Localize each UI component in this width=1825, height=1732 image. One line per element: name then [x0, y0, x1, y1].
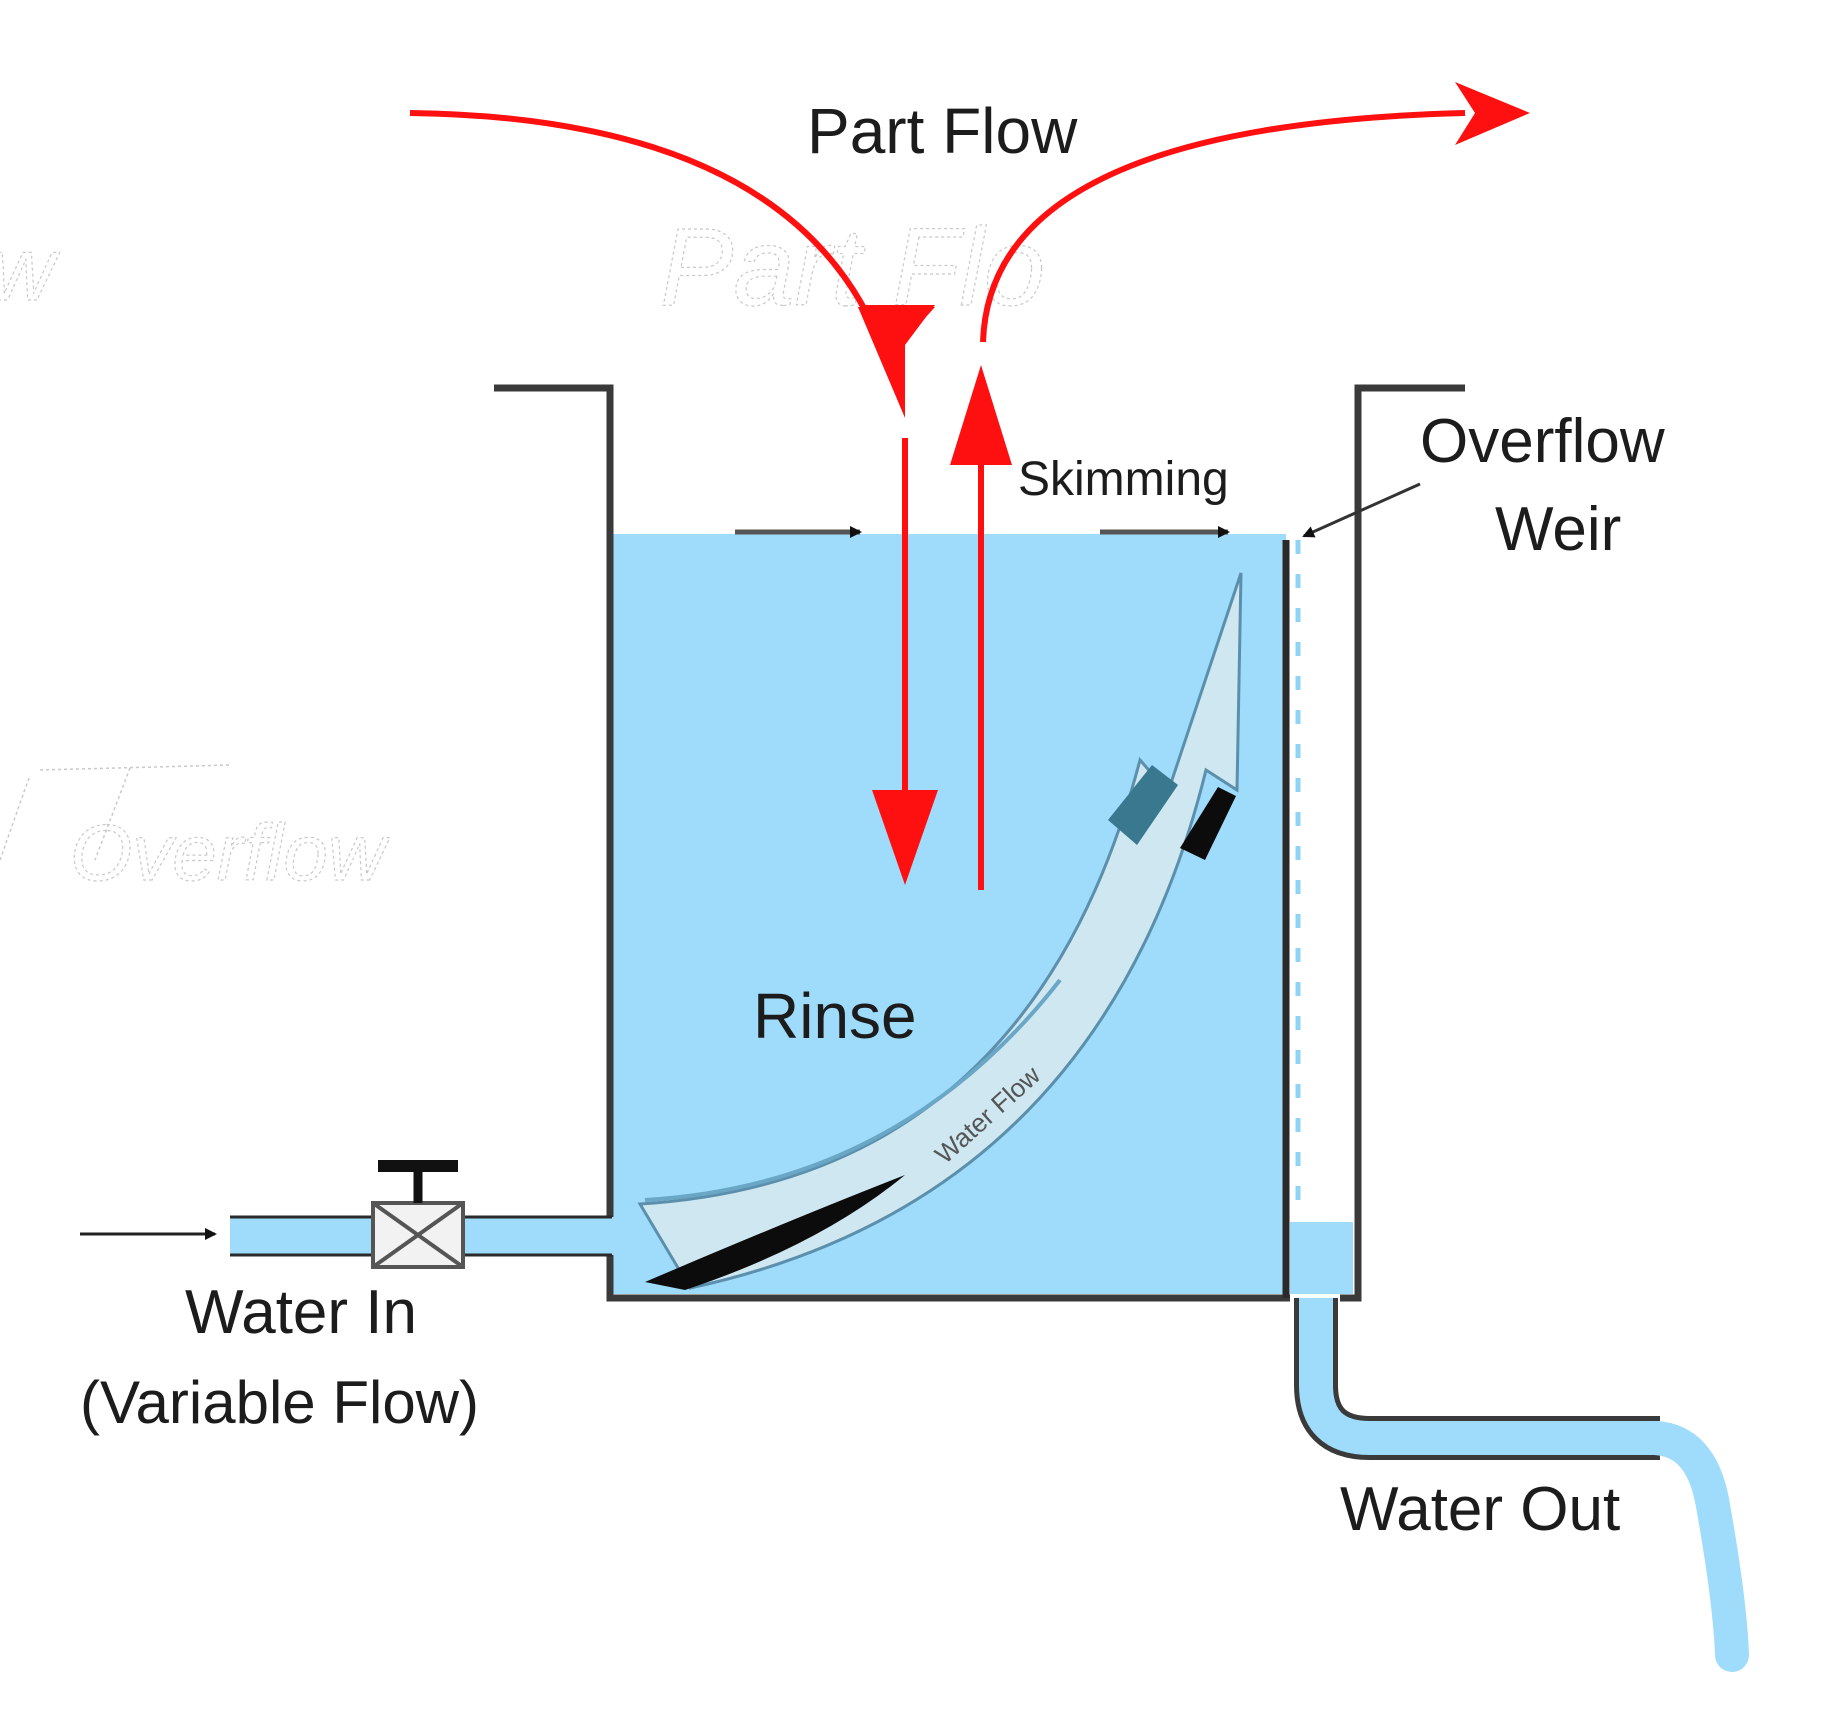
part-flow-label: Part Flow — [807, 95, 1078, 167]
overflow-weir-label-line1: Overflow — [1420, 407, 1665, 476]
ghost-text-top-left: w — [0, 220, 60, 320]
part-flow-arrows — [409, 82, 1530, 890]
tank-wall-right — [1340, 384, 1465, 1302]
svg-text:Overflow: Overflow — [70, 808, 391, 897]
weir-water — [1290, 1222, 1353, 1294]
overflow-weir-pointer — [1302, 482, 1421, 538]
tank-wall-left — [494, 384, 1290, 1302]
water-in-label-line1: Water In — [185, 1278, 417, 1347]
ghost-text-part-flow: Part Flo — [660, 206, 1045, 329]
water-out-label: Water Out — [1340, 1475, 1620, 1544]
tank-water — [612, 534, 1286, 1294]
water-out-pipe — [1294, 1298, 1749, 1672]
valve-icon — [371, 1160, 465, 1269]
overflow-weir-label-line2: Weir — [1495, 495, 1621, 564]
ghost-overflow-echo: Overflow — [0, 764, 391, 898]
rinse-label: Rinse — [753, 980, 917, 1052]
skimming-label: Skimming — [1018, 453, 1229, 506]
water-flow-arrow: Water Flow — [637, 572, 1243, 1290]
water-in-label-line2: (Variable Flow) — [80, 1369, 479, 1436]
